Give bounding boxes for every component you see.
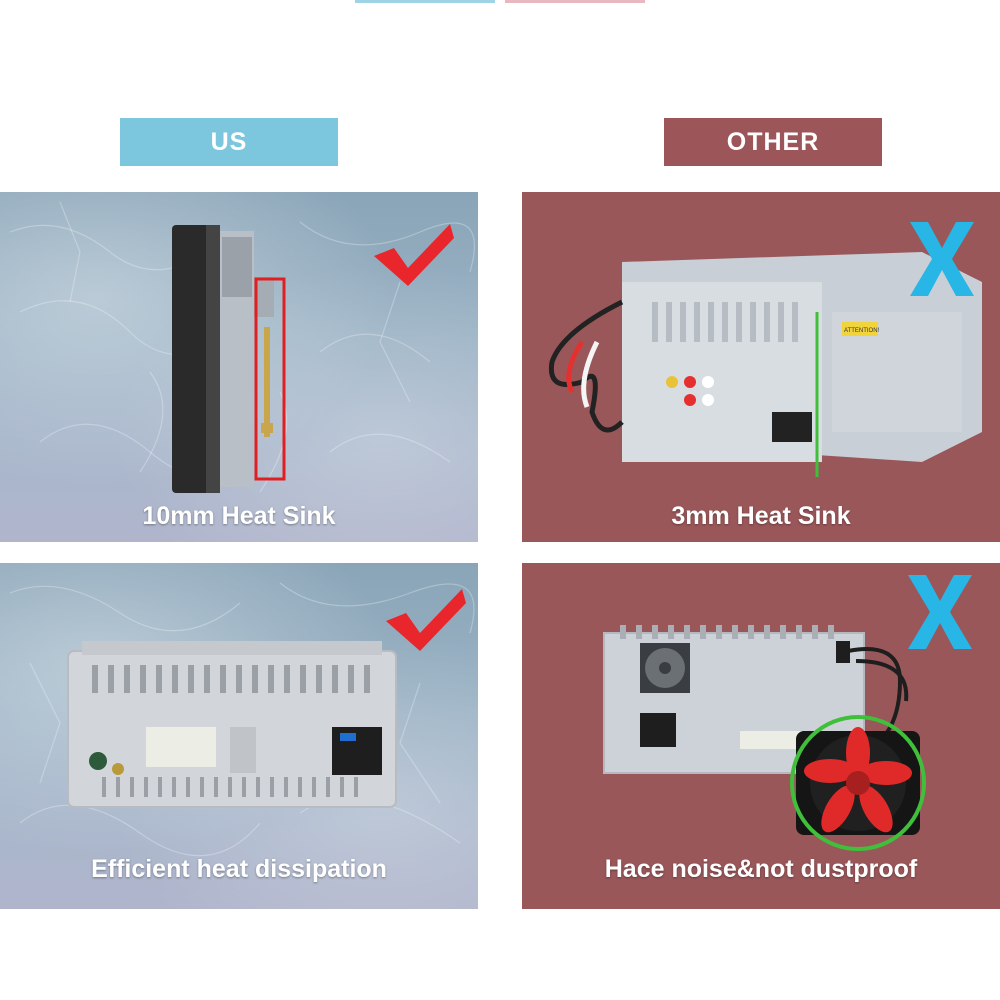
other-top-caption: 3mm Heat Sink — [671, 502, 851, 530]
check-icon — [386, 589, 466, 651]
attention-label: ATTENTION! — [844, 328, 880, 334]
us-top-caption: 10mm Heat Sink — [142, 502, 336, 530]
unit-back-view — [67, 641, 397, 808]
other-heat-sink-panel: ATTENTION! 3mm Heat Sink — [522, 192, 1000, 542]
us-header: US — [120, 118, 338, 166]
us-heat-sink-panel: 10mm Heat Sink — [0, 192, 478, 542]
cross-icon — [910, 222, 974, 296]
heat-sink-highlight-box — [254, 277, 286, 481]
check-icon — [374, 224, 454, 286]
us-heat-dissipation-panel: Efficient heat dissipation — [0, 563, 478, 909]
cross-icon — [908, 575, 972, 649]
us-header-label: US — [210, 127, 248, 156]
unit-rear-view: ATTENTION! — [548, 252, 982, 477]
cooling-fan — [796, 727, 920, 835]
unit-side-view — [172, 225, 286, 493]
other-fan-panel: Hace noise&not dustproof — [522, 563, 1000, 909]
other-header-label: OTHER — [726, 127, 820, 156]
top-accent-line-pink — [505, 0, 645, 3]
fan-highlight-circle — [790, 715, 926, 851]
top-accent-line-blue — [355, 0, 495, 3]
other-bottom-caption: Hace noise&not dustproof — [604, 855, 918, 883]
unit-with-fan-view — [603, 625, 926, 851]
us-bottom-caption: Efficient heat dissipation — [91, 855, 387, 883]
other-header: OTHER — [664, 118, 882, 166]
